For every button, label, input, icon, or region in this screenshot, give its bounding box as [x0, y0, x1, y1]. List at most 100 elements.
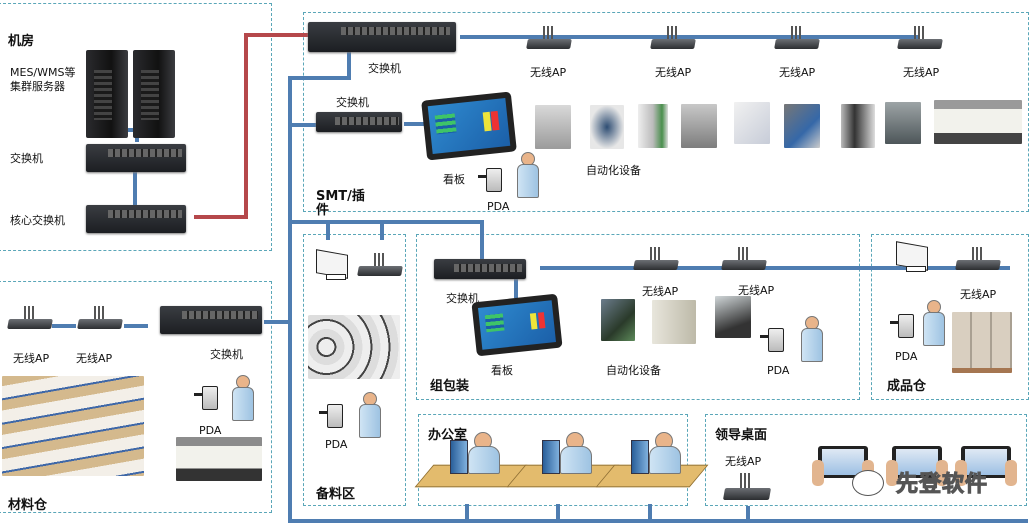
worker-icon: [358, 392, 381, 438]
smt-ap-label: 无线AP: [655, 66, 692, 79]
pda-icon: [478, 168, 502, 192]
automation-equipment-photo: [885, 102, 921, 144]
zone-label-finished-goods: 成品仓: [887, 379, 927, 394]
zone-label-material-warehouse: 材料仓: [8, 498, 48, 513]
automation-equipment-photo: [601, 299, 635, 341]
automation-equipment-photo: [715, 296, 751, 338]
pda-icon: [890, 314, 914, 338]
network-switch-icon: [316, 112, 402, 132]
smt-ap-label: 无线AP: [779, 66, 816, 79]
smt-ap-label: 无线AP: [530, 66, 567, 79]
assembly-switch-kanban-line: [514, 276, 518, 298]
wireless-ap-icon: [526, 25, 572, 49]
office-drop-line: [556, 504, 560, 521]
core-uplink-line: [244, 33, 308, 37]
smt-ap-chain-line: [460, 35, 920, 39]
server-icon: [86, 50, 128, 138]
office-drop-line: [648, 504, 652, 521]
exec-ap-label: 无线AP: [725, 455, 762, 468]
automation-equipment-photo: [638, 104, 668, 148]
automation-equipment-photo: [535, 105, 571, 149]
material-chain-line: [124, 324, 148, 328]
zone-smt: [303, 12, 1029, 212]
tablet-in-hands-icon: [955, 446, 1017, 486]
smt-switch-mid-label: 交换机: [336, 96, 369, 109]
zone-label-office: 办公室: [428, 428, 468, 443]
label-printer-photo: [652, 300, 696, 344]
smt-automation-label: 自动化设备: [586, 164, 641, 177]
wireless-ap-icon: [7, 305, 53, 329]
finished-ap-label: 无线AP: [960, 288, 997, 301]
staging-link-line: [326, 220, 330, 240]
boxes-pallet-photo: [952, 312, 1012, 373]
material-to-trunk-line: [264, 320, 290, 324]
wireless-ap-icon: [722, 470, 772, 500]
worker-icon: [231, 375, 254, 421]
core-switch-icon: [86, 205, 186, 233]
network-switch-icon: [86, 144, 186, 172]
assembly-switch-link-line: [480, 220, 484, 260]
office-worker-desk-icon: [595, 432, 709, 492]
wireless-ap-icon: [721, 246, 767, 270]
office-worker-desk-icon: [506, 432, 620, 492]
staging-pda-label: PDA: [325, 438, 348, 451]
office-drop-line: [465, 504, 469, 521]
trunk-vertical-line: [288, 76, 292, 522]
switch-label: 交换机: [10, 152, 43, 165]
pda-icon: [760, 328, 784, 352]
zone-finished-goods: [871, 234, 1029, 400]
automation-equipment-photo: [681, 104, 717, 148]
trunk-to-top-switch-line: [288, 76, 350, 80]
wireless-ap-icon: [77, 305, 123, 329]
worker-icon: [800, 316, 823, 362]
zone-label-executive-desktop: 领导桌面: [715, 428, 768, 443]
warehouse-shelves-photo: [2, 376, 144, 476]
network-switch-icon: [160, 306, 262, 334]
automation-equipment-photo: [734, 102, 770, 144]
mid-switch-to-kanban-line: [404, 122, 424, 126]
staging-link-line: [380, 220, 384, 240]
smt-switch-top-label: 交换机: [368, 62, 401, 75]
agv-photo: [176, 437, 262, 481]
wireless-ap-icon: [650, 25, 696, 49]
watermark-text: 先登软件: [895, 472, 989, 498]
monitor-icon: [316, 249, 350, 280]
material-switch-label: 交换机: [210, 348, 243, 361]
zone-executive-desktop: [705, 414, 1027, 506]
core-uplink-line: [194, 215, 246, 219]
switch-core-link-line: [133, 164, 137, 206]
assembly-ap-chain-line: [540, 266, 1010, 270]
wechat-icon: [852, 470, 884, 496]
zone-server-room: [0, 3, 272, 251]
zone-material-warehouse: [0, 281, 272, 513]
assembly-pda-label: PDA: [767, 364, 790, 377]
zone-staging-area: [303, 234, 406, 506]
kanban-tablet-icon: [471, 293, 563, 357]
network-switch-icon: [308, 22, 456, 52]
wireless-ap-icon: [955, 246, 1001, 270]
office-worker-desk-icon: [414, 432, 528, 492]
automation-equipment-photo: [841, 104, 875, 148]
automation-equipment-photo: [590, 105, 624, 149]
pda-icon: [194, 386, 218, 410]
zone-label-assembly-packaging: 组包装: [430, 379, 470, 394]
component-reels-photo: [308, 315, 400, 379]
wireless-ap-icon: [633, 246, 679, 270]
material-ap-label: 无线AP: [76, 352, 113, 365]
material-pda-label: PDA: [199, 424, 222, 437]
tablet-in-hands-icon: [886, 446, 948, 486]
material-chain-line: [52, 324, 76, 328]
zone-label-smt: SMT/插件: [316, 189, 365, 218]
worker-icon: [922, 300, 945, 346]
monitor-icon: [896, 241, 930, 272]
trunk-to-mid-switch-line: [288, 123, 316, 127]
assembly-ap-label: 无线AP: [738, 284, 775, 297]
server-icon: [133, 50, 175, 138]
trunk-branch-line: [288, 220, 482, 224]
core-switch-label: 核心交换机: [10, 214, 65, 227]
core-uplink-line: [244, 33, 248, 219]
zone-office: [418, 414, 688, 506]
smt-pda-label: PDA: [487, 200, 510, 213]
servers-label: MES/WMS等集群服务器: [10, 66, 76, 93]
zone-label-server-room: 机房: [8, 34, 35, 49]
